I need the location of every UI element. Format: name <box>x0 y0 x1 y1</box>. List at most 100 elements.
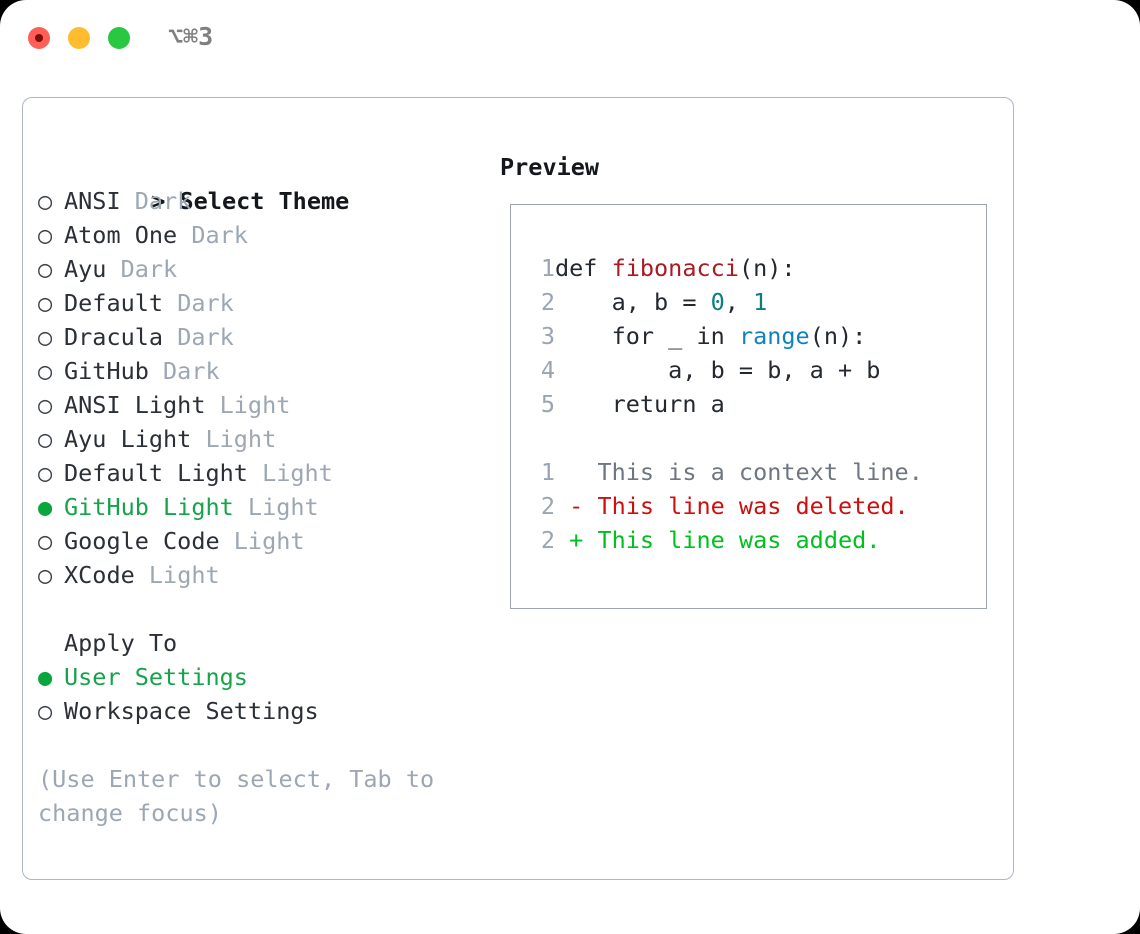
theme-option-name: Dracula <box>64 323 164 351</box>
code-token: (n): <box>809 322 867 350</box>
theme-option-kind: Light <box>233 493 319 521</box>
code-token: for _ in <box>555 322 739 350</box>
radio-unselected-icon[interactable]: ○ <box>38 323 53 351</box>
theme-option[interactable]: ○ Ayu Light Light <box>38 422 488 456</box>
page-title: > Select Theme <box>38 150 488 215</box>
theme-option-kind: Dark <box>177 221 248 249</box>
code-token: 1 <box>753 288 768 316</box>
keyboard-shortcut-label: ⌥⌘3 <box>168 22 214 51</box>
code-token: range <box>738 322 810 350</box>
theme-option-name: GitHub Light <box>64 493 234 521</box>
code-token: a, b = b, a + b <box>555 356 881 384</box>
theme-option-name: Ayu Light <box>64 425 192 453</box>
radio-unselected-icon[interactable]: ○ <box>38 425 53 453</box>
code-spacer <box>529 421 923 455</box>
theme-option[interactable]: ○ Ayu Dark <box>38 252 488 286</box>
radio-unselected-icon[interactable]: ○ <box>38 255 53 283</box>
theme-option-name: Default <box>64 289 164 317</box>
line-number: 1 <box>540 254 555 282</box>
code-token: , <box>724 288 754 316</box>
main-panel: > Select Theme ○ANSI Dark○Atom One Dark○… <box>22 97 1014 880</box>
theme-picker-column: > Select Theme ○ANSI Dark○Atom One Dark○… <box>38 150 488 830</box>
line-number: 2 <box>540 288 555 316</box>
code-token: + This line was added. <box>555 526 881 554</box>
theme-option-name: Default Light <box>64 459 248 487</box>
code-line: 2 a, b = 0, 1 <box>529 285 923 319</box>
theme-option-name: Atom One <box>64 221 178 249</box>
apply-to-option[interactable]: ● User Settings <box>38 660 488 694</box>
diff-line: 2 - This line was deleted. <box>529 489 923 523</box>
radio-unselected-icon[interactable]: ○ <box>38 187 53 215</box>
theme-list: ○ ANSI Dark ○ Atom One Dark ○ Ayu Dark ○ Defaul… <box>38 184 488 592</box>
page-title-label: Select Theme <box>179 187 350 215</box>
diff-line: 1 This is a context line. <box>529 455 923 489</box>
radio-unselected-icon[interactable]: ○ <box>38 697 53 725</box>
code-token: - This line was deleted. <box>555 492 909 520</box>
theme-option[interactable]: ○GitHub Dark <box>38 354 488 388</box>
theme-option-kind: Dark <box>163 289 234 317</box>
radio-unselected-icon[interactable]: ○ <box>38 459 53 487</box>
code-line: 1def fibonacci(n): <box>529 251 923 285</box>
theme-option-kind: Light <box>219 527 305 555</box>
theme-option-kind: Dark <box>163 323 234 351</box>
preview-title: Preview <box>500 153 600 181</box>
apply-to-option[interactable]: ○ Workspace Settings <box>38 694 488 728</box>
theme-option[interactable]: ○Google Code Light <box>38 524 488 558</box>
radio-unselected-icon[interactable]: ○ <box>38 561 53 589</box>
preview-column: Preview <box>500 150 599 184</box>
code-token: def <box>555 254 612 282</box>
radio-unselected-icon[interactable]: ○ <box>38 221 53 249</box>
apply-to-option-name: User Settings <box>64 663 248 691</box>
code-line: 5 return a <box>529 387 923 421</box>
line-number: 3 <box>540 322 555 350</box>
code-token: a, b = <box>555 288 711 316</box>
minimize-window-icon[interactable] <box>68 27 90 49</box>
theme-option[interactable]: ○ Default Light Light <box>38 456 488 490</box>
radio-unselected-icon[interactable]: ○ <box>38 391 53 419</box>
radio-selected-icon[interactable]: ● <box>38 493 53 521</box>
apply-to-list: ● User Settings ○ Workspace Settings <box>38 660 488 728</box>
theme-option-kind: Dark <box>106 255 178 283</box>
code-token: return a <box>555 390 725 418</box>
hint-text: (Use Enter to select, Tab to change focu… <box>38 765 435 827</box>
diff-line: 2 + This line was added. <box>529 523 923 557</box>
line-number: 4 <box>540 356 555 384</box>
theme-option-kind: Light <box>134 561 220 589</box>
apply-to-option-name: Workspace Settings <box>64 697 319 725</box>
radio-unselected-icon[interactable]: ○ <box>38 527 53 555</box>
line-number: 2 <box>540 526 555 554</box>
apply-to-heading: Apply To <box>64 629 178 657</box>
code-token: fibonacci <box>611 254 739 282</box>
theme-option-kind: Light <box>191 425 277 453</box>
theme-option[interactable]: ○ Dracula Dark <box>38 320 488 354</box>
theme-option-kind: Dark <box>120 187 192 215</box>
radio-selected-icon[interactable]: ● <box>38 663 53 691</box>
caret-icon: > <box>151 187 166 215</box>
theme-option[interactable]: ○XCode Light <box>38 558 488 592</box>
theme-option-kind: Light <box>247 459 333 487</box>
maximize-window-icon[interactable] <box>108 27 130 49</box>
code-line: 4 a, b = b, a + b <box>529 353 923 387</box>
theme-option[interactable]: ○ Default Dark <box>38 286 488 320</box>
theme-option[interactable]: ○ Atom One Dark <box>38 218 488 252</box>
radio-unselected-icon[interactable]: ○ <box>38 289 53 317</box>
line-number: 2 <box>540 492 555 520</box>
theme-option[interactable]: ○ANSI Light Light <box>38 388 488 422</box>
theme-option-name: Ayu <box>64 255 107 283</box>
theme-option[interactable]: ○ ANSI Dark <box>38 184 488 218</box>
line-number: 5 <box>540 390 555 418</box>
code-token: This is a context line. <box>555 458 923 486</box>
theme-option-kind: Light <box>205 391 291 419</box>
code-line: 3 for _ in range(n): <box>529 319 923 353</box>
code-token: (n): <box>738 254 796 282</box>
spacer <box>38 592 488 626</box>
radio-unselected-icon[interactable]: ○ <box>38 357 53 385</box>
theme-option-name: ANSI <box>64 187 121 215</box>
line-number: 1 <box>540 458 555 486</box>
close-window-icon[interactable] <box>28 27 50 49</box>
theme-option[interactable]: ● GitHub Light Light <box>38 490 488 524</box>
theme-option-kind: Dark <box>148 357 220 385</box>
